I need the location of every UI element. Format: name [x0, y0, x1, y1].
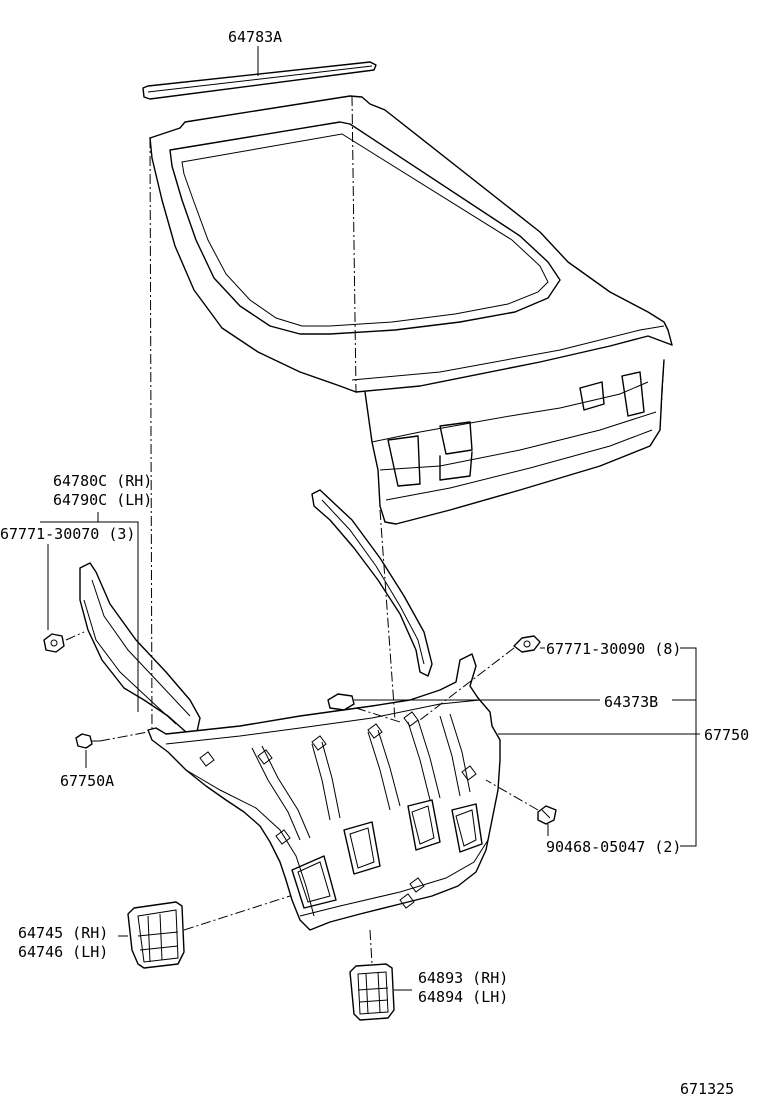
- phantom-line-1: [351, 95, 357, 393]
- phantom-line-8: [485, 779, 539, 811]
- label-cover-lh: 64746 (LH): [18, 943, 108, 961]
- phantom-line-11: [649, 359, 665, 447]
- diagram-number: 671325: [680, 1080, 734, 1098]
- side-trim-right[interactable]: [311, 489, 433, 677]
- label-cover2-lh: 64894 (LH): [418, 988, 508, 1006]
- screw-90468[interactable]: [537, 805, 557, 825]
- phantom-line-2: [149, 137, 153, 731]
- phantom-line-10: [369, 929, 373, 965]
- label-screw: 90468-05047 (2): [546, 838, 681, 856]
- phantom-line-7: [99, 731, 149, 742]
- label-67750a: 67750A: [60, 772, 114, 790]
- bracket-67750: [680, 647, 697, 847]
- trim-board[interactable]: [147, 653, 501, 931]
- label-trim-lh: 64790C (LH): [53, 491, 152, 509]
- label-clip-upper: 67771-30090 (8): [546, 640, 681, 658]
- leader-trim-side: [40, 521, 139, 712]
- cover-bottom[interactable]: [349, 963, 395, 1021]
- phantom-line-5: [419, 647, 515, 721]
- clip-side[interactable]: [43, 633, 65, 653]
- phantom-line-9: [183, 895, 291, 931]
- label-clip-side: 67771-30070 (3): [0, 525, 135, 543]
- label-trim-rh: 64780C (RH): [53, 472, 152, 490]
- phantom-line-6: [355, 707, 401, 723]
- phantom-line-3: [379, 509, 396, 721]
- label-67750: 67750: [704, 726, 749, 744]
- fastener-67750a[interactable]: [75, 733, 100, 749]
- label-cover2-rh: 64893 (RH): [418, 969, 508, 987]
- label-64373b: 64373B: [604, 693, 658, 711]
- phantom-line-4: [65, 631, 85, 641]
- label-cover-rh: 64745 (RH): [18, 924, 108, 942]
- label-molding: 64783A: [228, 28, 282, 46]
- molding-strip[interactable]: [142, 61, 377, 100]
- clip-upper[interactable]: [513, 635, 541, 653]
- cover-left[interactable]: [127, 901, 185, 969]
- trunk-lid[interactable]: [149, 95, 673, 525]
- side-trim-left[interactable]: [79, 562, 201, 737]
- part-64373b[interactable]: [327, 693, 355, 711]
